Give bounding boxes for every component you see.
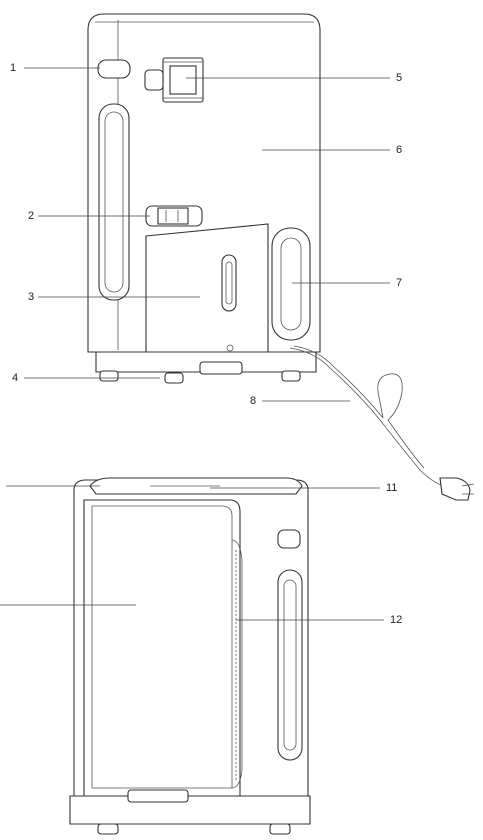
callout-5: 5 xyxy=(396,72,403,84)
callout-4: 4 xyxy=(12,372,19,384)
callout-11: 11 xyxy=(386,482,398,494)
knob-top xyxy=(97,59,131,79)
callout-2: 2 xyxy=(28,210,35,222)
water-tank-panel xyxy=(145,223,269,353)
inlet-connector xyxy=(145,205,203,227)
front-panel xyxy=(83,499,241,797)
rear-view-unit xyxy=(87,13,475,501)
left-handle-slot xyxy=(98,103,130,301)
callout-12: 12 xyxy=(390,614,403,626)
callout-8: 8 xyxy=(250,395,257,407)
side-vent xyxy=(231,539,243,789)
right-handle xyxy=(271,227,311,341)
callout-3: 3 xyxy=(28,291,35,303)
plug xyxy=(439,477,471,501)
foot xyxy=(99,370,119,382)
connector-block xyxy=(144,57,204,103)
callout-7: 7 xyxy=(396,277,403,289)
callout-1: 1 xyxy=(10,62,17,74)
leader-lines xyxy=(0,67,390,621)
foot xyxy=(97,823,119,835)
side-handle xyxy=(277,569,303,761)
power-cord xyxy=(289,347,449,488)
foot xyxy=(269,823,291,835)
front-base xyxy=(69,795,311,825)
side-knob xyxy=(277,529,301,549)
front-view-unit xyxy=(69,477,311,835)
callout-6: 6 xyxy=(396,144,403,156)
foot xyxy=(164,372,184,384)
foot xyxy=(281,370,301,382)
